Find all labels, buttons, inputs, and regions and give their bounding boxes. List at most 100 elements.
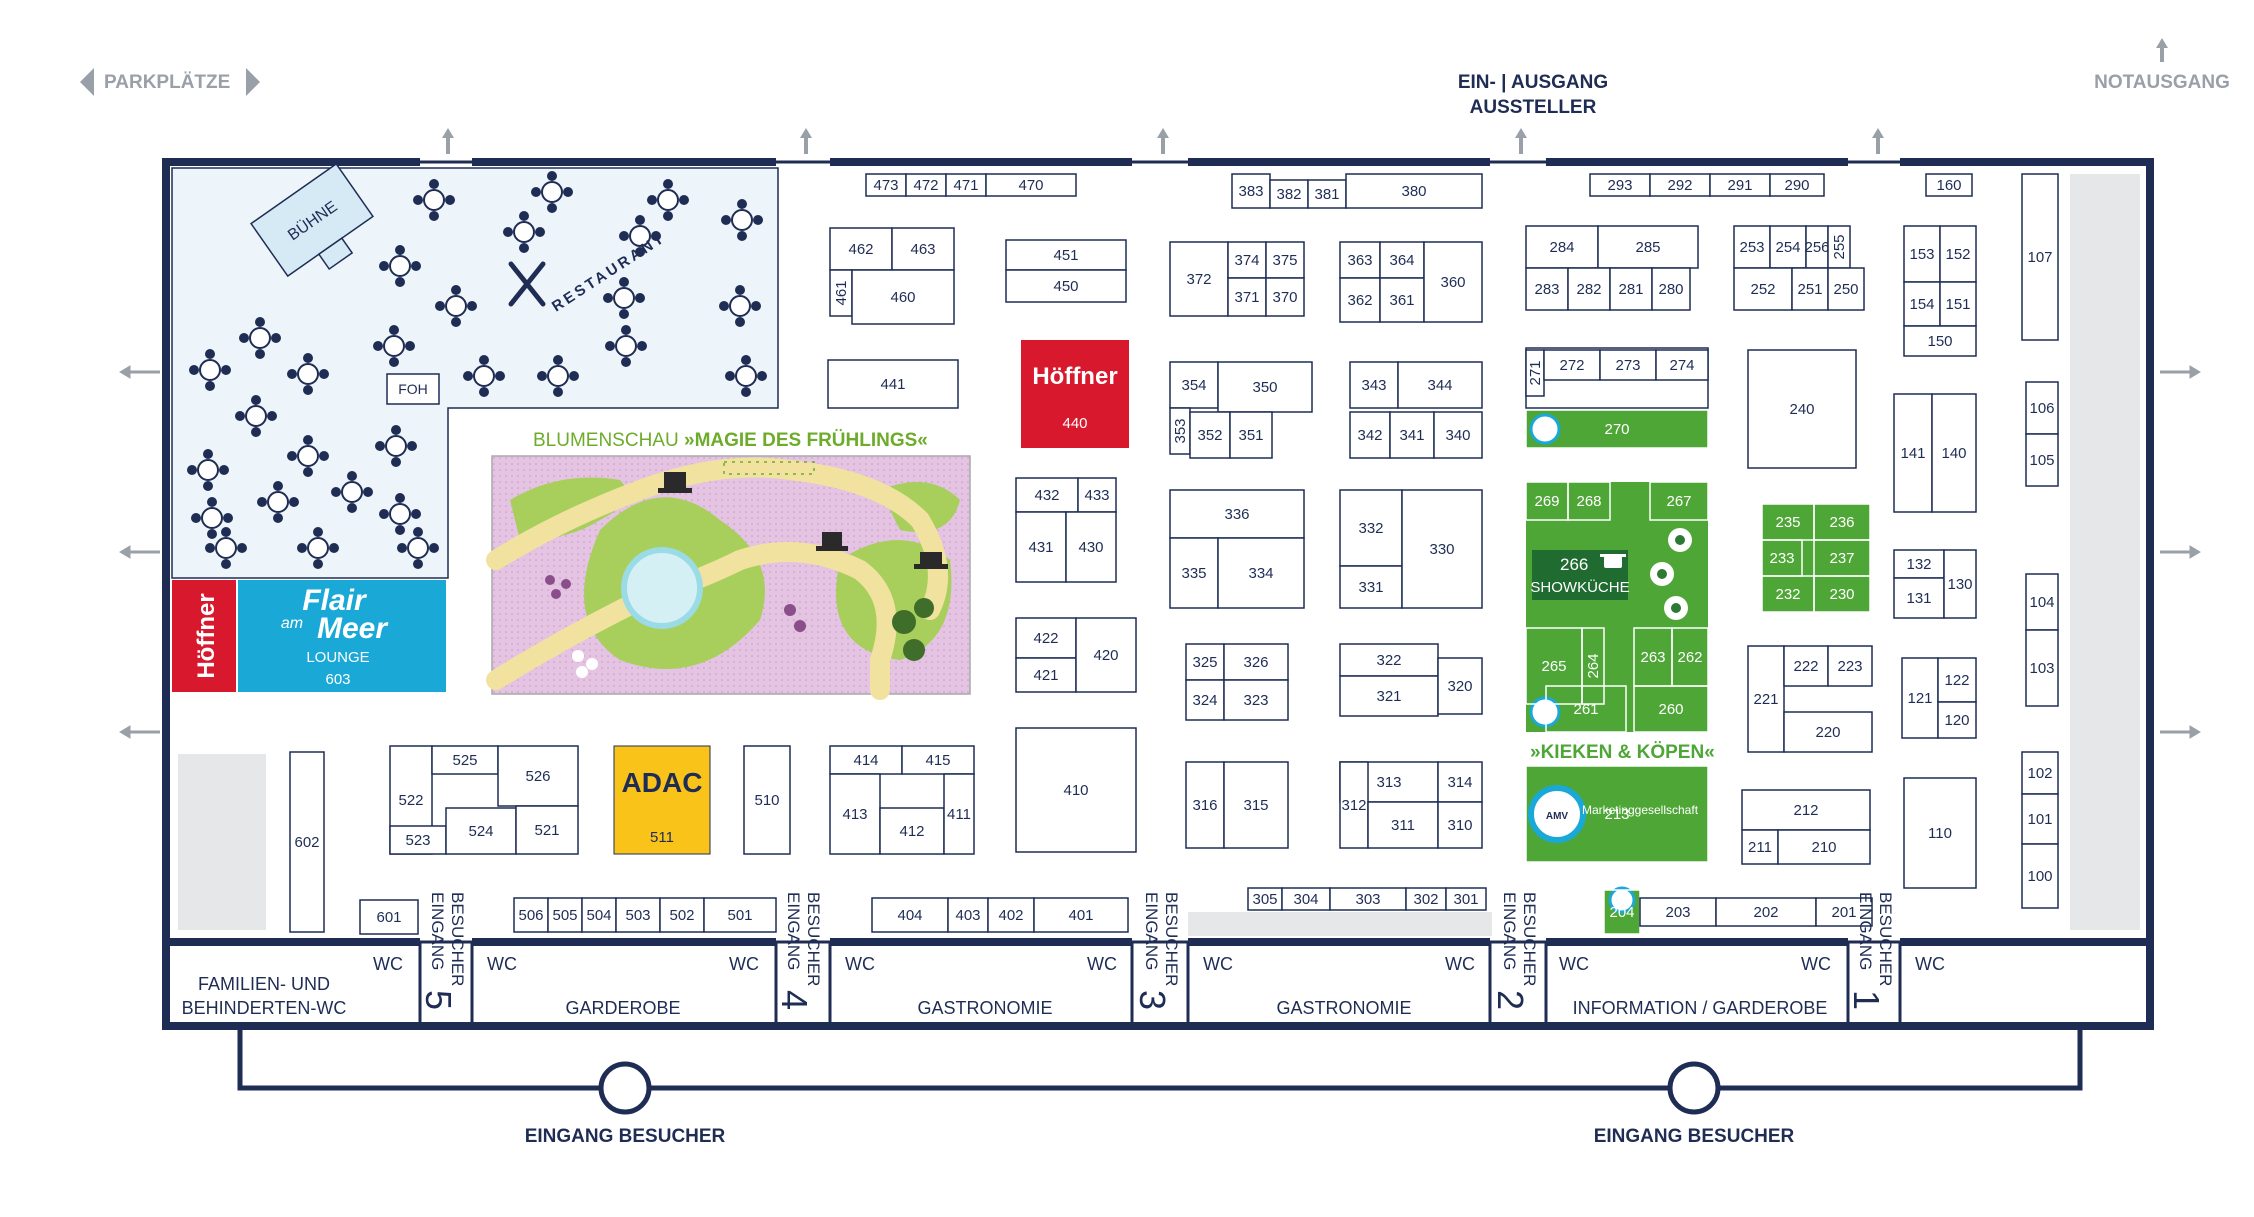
booth-415[interactable]: 415 xyxy=(901,745,975,775)
booth-526[interactable]: 526 xyxy=(497,745,579,807)
booth-202[interactable]: 202 xyxy=(1715,897,1817,927)
booth-523[interactable]: 523 xyxy=(389,825,447,855)
booth-140[interactable]: 140 xyxy=(1931,393,1977,513)
booth-152[interactable]: 152 xyxy=(1939,225,1977,283)
booth-503[interactable]: 503 xyxy=(615,897,661,933)
booth-362[interactable]: 362 xyxy=(1339,277,1381,323)
booth-251[interactable]: 251 xyxy=(1791,267,1829,311)
booth-132[interactable]: 132 xyxy=(1893,549,1945,579)
booth-353[interactable]: 353 xyxy=(1169,407,1191,455)
revolving-door-right-icon[interactable] xyxy=(1667,1061,1721,1115)
booth-211[interactable]: 211 xyxy=(1741,829,1779,865)
booth-105[interactable]: 105 xyxy=(2025,433,2059,487)
booth-344[interactable]: 344 xyxy=(1397,361,1483,409)
booth-274[interactable]: 274 xyxy=(1655,349,1709,381)
booth-292[interactable]: 292 xyxy=(1649,173,1711,197)
booth-343[interactable]: 343 xyxy=(1349,361,1399,409)
booth-320[interactable]: 320 xyxy=(1437,657,1483,715)
booth-441[interactable]: 441 xyxy=(827,359,959,409)
booth-342[interactable]: 342 xyxy=(1349,411,1391,459)
booth-411[interactable]: 411 xyxy=(943,773,975,855)
booth-431[interactable]: 431 xyxy=(1015,511,1067,583)
booth-270[interactable]: 270 xyxy=(1525,409,1709,449)
booth-283[interactable]: 283 xyxy=(1525,267,1569,311)
booth-410[interactable]: 410 xyxy=(1015,727,1137,853)
booth-160[interactable]: 160 xyxy=(1925,173,1973,197)
booth-102[interactable]: 102 xyxy=(2021,751,2059,795)
booth-335[interactable]: 335 xyxy=(1169,537,1219,609)
booth-302[interactable]: 302 xyxy=(1405,887,1447,911)
booth-332[interactable]: 332 xyxy=(1339,489,1403,567)
booth-222[interactable]: 222 xyxy=(1783,645,1829,687)
booth-323[interactable]: 323 xyxy=(1223,679,1289,721)
booth-101[interactable]: 101 xyxy=(2021,793,2059,845)
booth-285[interactable]: 285 xyxy=(1597,225,1699,269)
booth-354[interactable]: 354 xyxy=(1169,361,1219,409)
booth-451[interactable]: 451 xyxy=(1005,239,1127,271)
booth-291[interactable]: 291 xyxy=(1709,173,1771,197)
booth-506[interactable]: 506 xyxy=(513,897,549,933)
booth-432[interactable]: 432 xyxy=(1015,477,1079,513)
booth-106[interactable]: 106 xyxy=(2025,381,2059,435)
booth-314[interactable]: 314 xyxy=(1437,761,1483,803)
booth-472[interactable]: 472 xyxy=(905,173,947,197)
booth-336[interactable]: 336 xyxy=(1169,489,1305,539)
booth-321[interactable]: 321 xyxy=(1339,675,1439,717)
booth-103[interactable]: 103 xyxy=(2025,629,2059,707)
booth-421[interactable]: 421 xyxy=(1015,657,1077,693)
booth-363[interactable]: 363 xyxy=(1339,241,1381,279)
booth-210[interactable]: 210 xyxy=(1777,829,1871,865)
booth-154[interactable]: 154 xyxy=(1903,281,1941,327)
booth-380[interactable]: 380 xyxy=(1345,173,1483,209)
booth-304[interactable]: 304 xyxy=(1281,887,1331,911)
booth-471[interactable]: 471 xyxy=(945,173,987,197)
booth-364[interactable]: 364 xyxy=(1379,241,1425,279)
booth-316[interactable]: 316 xyxy=(1185,761,1225,849)
booth-413[interactable]: 413 xyxy=(829,773,881,855)
booth-381[interactable]: 381 xyxy=(1307,179,1347,209)
booth-375[interactable]: 375 xyxy=(1265,241,1305,279)
booth-130[interactable]: 130 xyxy=(1943,549,1977,619)
booth-280[interactable]: 280 xyxy=(1651,267,1691,311)
booth-293[interactable]: 293 xyxy=(1589,173,1651,197)
booth-220[interactable]: 220 xyxy=(1783,711,1873,753)
booth-151[interactable]: 151 xyxy=(1939,281,1977,327)
booth-502[interactable]: 502 xyxy=(659,897,705,933)
booth-201[interactable]: 201 xyxy=(1815,897,1873,927)
booth-221[interactable]: 221 xyxy=(1747,645,1785,753)
booth-268[interactable]: 268 xyxy=(1567,481,1611,521)
booth-240[interactable]: 240 xyxy=(1747,349,1857,469)
booth-473[interactable]: 473 xyxy=(865,173,907,197)
booth-505[interactable]: 505 xyxy=(547,897,583,933)
booth-501[interactable]: 501 xyxy=(703,897,777,933)
booth-450[interactable]: 450 xyxy=(1005,269,1127,303)
booth-524[interactable]: 524 xyxy=(445,807,517,855)
booth-374[interactable]: 374 xyxy=(1227,241,1267,279)
booth-122[interactable]: 122 xyxy=(1937,657,1977,703)
booth-460[interactable]: 460 xyxy=(851,269,955,325)
booth-462[interactable]: 462 xyxy=(829,227,893,271)
booth-267[interactable]: 267 xyxy=(1649,481,1709,521)
booth-107[interactable]: 107 xyxy=(2021,173,2059,341)
booth-153[interactable]: 153 xyxy=(1903,225,1941,283)
booth-110[interactable]: 110 xyxy=(1903,777,1977,889)
booth-121[interactable]: 121 xyxy=(1901,657,1939,739)
booth-382[interactable]: 382 xyxy=(1269,179,1309,209)
booth-254[interactable]: 254 xyxy=(1769,225,1807,269)
booth-252[interactable]: 252 xyxy=(1733,267,1793,311)
booth-312[interactable]: 312 xyxy=(1339,761,1369,849)
booth-412[interactable]: 412 xyxy=(879,807,945,855)
booth-463[interactable]: 463 xyxy=(891,227,955,271)
booth-401[interactable]: 401 xyxy=(1033,897,1129,933)
booth-404[interactable]: 404 xyxy=(871,897,949,933)
adac-booth[interactable] xyxy=(613,745,711,855)
booth-253[interactable]: 253 xyxy=(1733,225,1771,269)
booth-256[interactable]: 256 xyxy=(1804,225,1830,269)
booth-331[interactable]: 331 xyxy=(1339,565,1403,609)
booth-510[interactable]: 510 xyxy=(743,745,791,855)
